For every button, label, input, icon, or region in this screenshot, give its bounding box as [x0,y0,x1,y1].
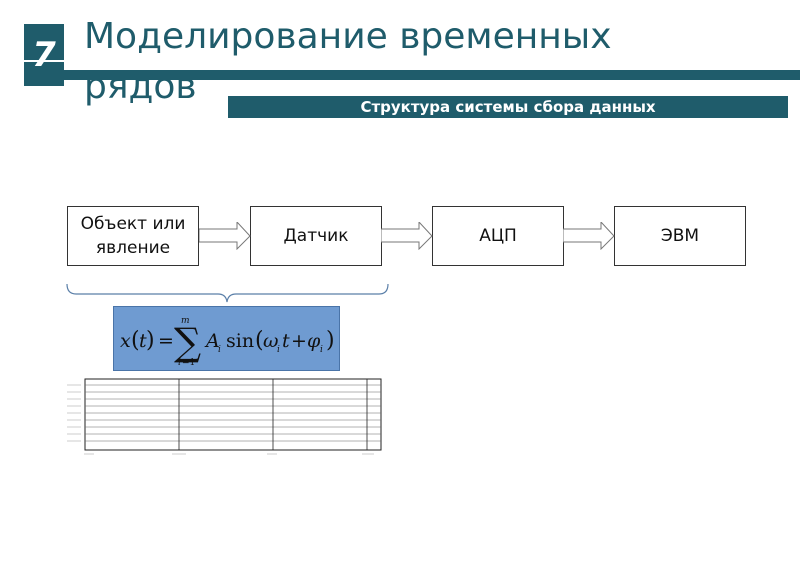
arrow-adc-to-computer [563,222,615,250]
badge-divider [24,60,64,62]
slide-subtitle: Структура системы сбора данных [228,96,788,118]
svg-text:+: + [291,330,307,352]
svg-text:t: t [139,330,147,352]
box-computer: ЭВМ [614,206,746,266]
slide-number-badge: 7 [24,24,64,86]
svg-text:x: x [120,330,131,352]
box-computer-label: ЭВМ [660,226,700,246]
box-sensor-label: Датчик [283,226,349,246]
svg-text:A: A [204,330,220,352]
svg-text:=1: =1 [182,358,195,368]
svg-text:=: = [158,330,174,352]
formula-box: x ( t ) = ∑ m i =1 A i sin ( ω i t + φ i… [113,306,340,371]
svg-text:sin: sin [226,330,254,352]
data-grid-figure [67,378,382,455]
bracket [66,283,389,303]
svg-text:): ) [326,328,335,353]
svg-text:(: ( [131,328,140,353]
box-sensor: Датчик [250,206,382,266]
svg-text:φ: φ [307,330,321,352]
box-adc-label: АЦП [479,226,517,246]
arrow-object-to-sensor [199,222,251,250]
svg-text:(: ( [255,328,264,353]
box-adc: АЦП [432,206,564,266]
title-underline-bar [64,70,800,80]
svg-text:i: i [320,345,323,355]
box-object-label: Объект или явление [80,214,186,258]
arrow-sensor-to-adc [381,222,433,250]
svg-text:m: m [181,316,190,326]
svg-text:i: i [178,358,181,368]
svg-text:i: i [218,345,221,355]
svg-text:∑: ∑ [174,320,201,364]
slide-number: 7 [32,35,56,75]
svg-text:t: t [282,330,290,352]
svg-text:): ) [146,328,155,353]
svg-text:i: i [277,345,280,355]
formula: x ( t ) = ∑ m i =1 A i sin ( ω i t + φ i… [120,316,335,368]
box-object: Объект или явление [67,206,199,266]
svg-text:ω: ω [263,330,279,352]
